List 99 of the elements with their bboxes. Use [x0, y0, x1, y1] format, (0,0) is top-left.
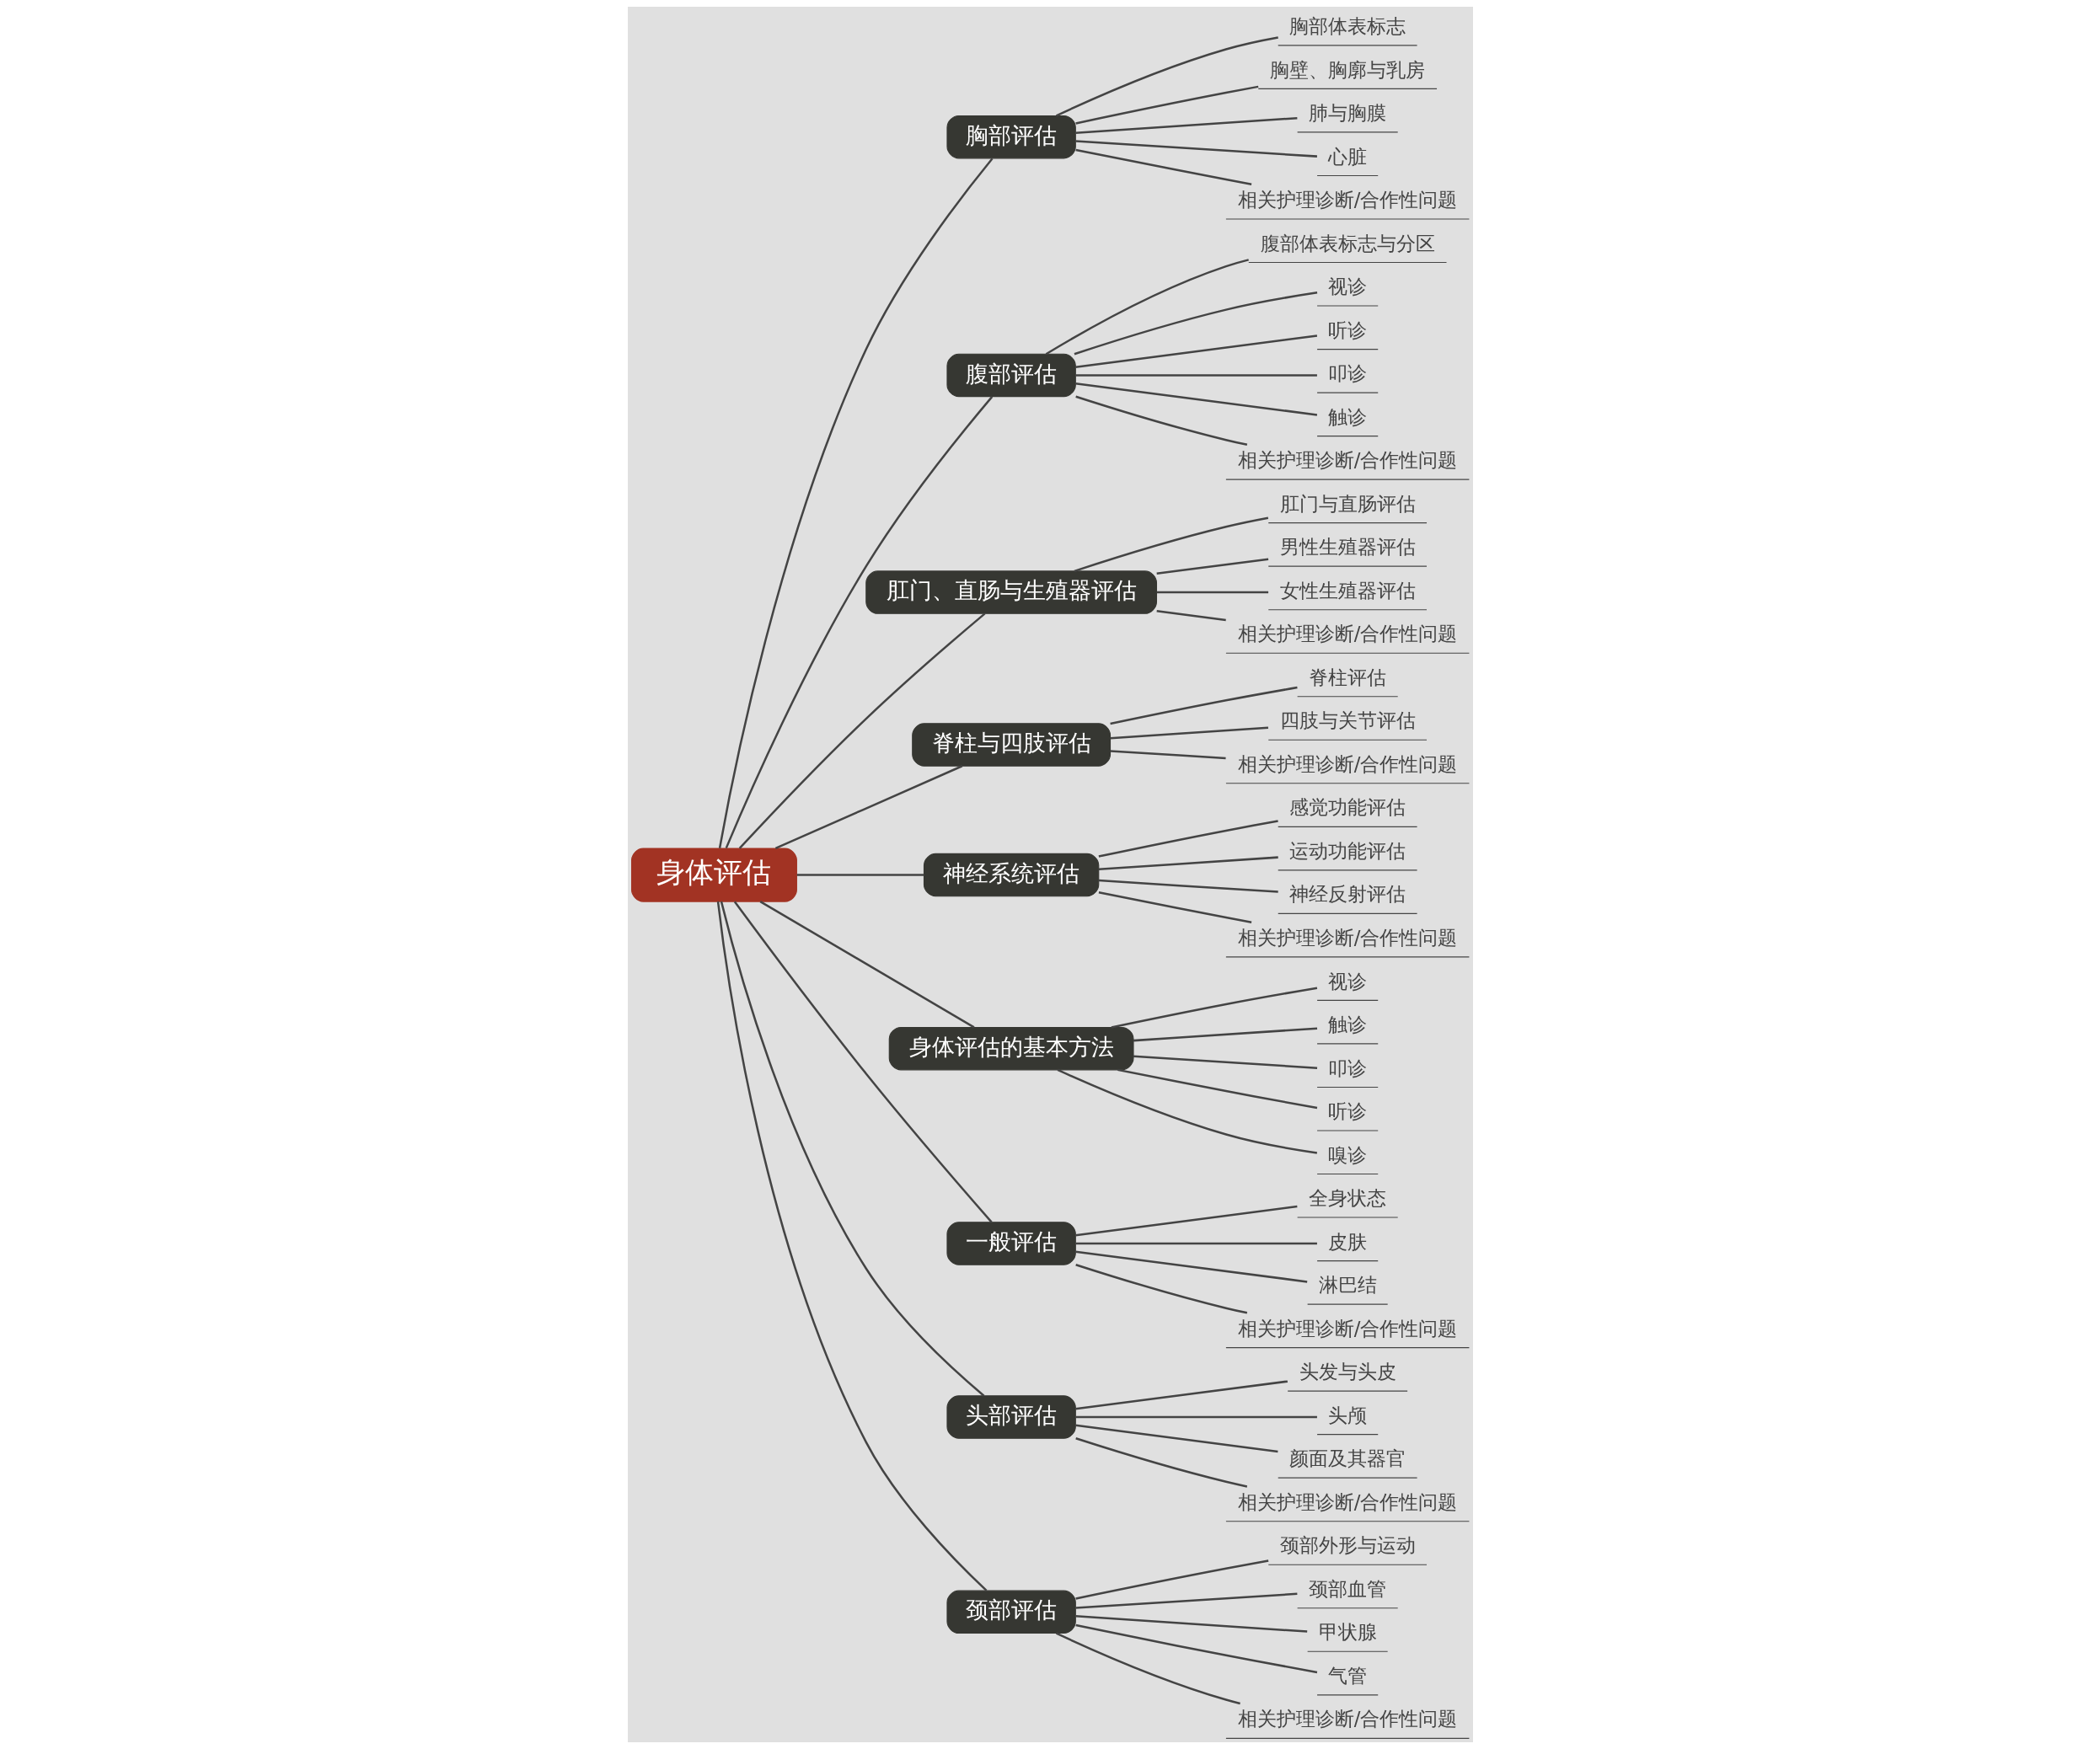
node-text: 视诊	[1327, 970, 1367, 992]
connector	[1074, 1424, 1278, 1453]
connector	[1055, 1632, 1240, 1705]
connector	[1074, 116, 1297, 134]
node-text: 颜面及其器官	[1288, 1447, 1406, 1470]
node-text: 相关护理诊断/合作性问题	[1237, 927, 1458, 949]
connector	[720, 901, 984, 1397]
node-text: 相关护理诊断/合作性问题	[1237, 752, 1458, 775]
connector	[733, 901, 993, 1223]
connector	[1098, 891, 1251, 923]
node-text: 头发与头皮	[1299, 1361, 1396, 1383]
node-text: 头颅	[1327, 1404, 1367, 1426]
connector	[796, 874, 924, 876]
node-box: 头部评估	[946, 1395, 1076, 1439]
connector	[716, 901, 987, 1591]
node-box: 身体评估的基本方法	[888, 1026, 1134, 1071]
node-text: 听诊	[1327, 1100, 1367, 1123]
connector	[1110, 750, 1226, 760]
node-text: 胸部体表标志	[1288, 15, 1406, 38]
connector	[1074, 148, 1251, 185]
node-text: 淋巴结	[1318, 1274, 1377, 1297]
connector	[1074, 1205, 1298, 1237]
node-text: 相关护理诊断/合作性问题	[1237, 189, 1458, 211]
connector	[1117, 1068, 1317, 1110]
node-box: 腹部评估	[946, 353, 1076, 398]
connector	[1074, 1559, 1268, 1600]
node-text: 肺与胸膜	[1308, 102, 1386, 125]
node-text: 肛门与直肠评估	[1279, 492, 1416, 515]
connector	[1074, 395, 1247, 447]
connector	[1098, 820, 1278, 858]
connector	[1045, 259, 1249, 356]
node-text: 甲状腺	[1318, 1621, 1377, 1644]
connector	[1111, 987, 1317, 1029]
node-text: 皮肤	[1327, 1230, 1367, 1253]
node-text: 四肢与关节评估	[1279, 709, 1416, 732]
connector	[1156, 610, 1226, 622]
connector	[1055, 36, 1278, 117]
node-text: 女性生殖器评估	[1279, 579, 1416, 602]
connector	[1098, 879, 1278, 893]
node-text: 触诊	[1327, 1014, 1367, 1036]
node-text: 男性生殖器评估	[1279, 536, 1416, 559]
connector	[1074, 85, 1258, 125]
connector	[1057, 1068, 1317, 1154]
node-text: 心脏	[1327, 145, 1367, 168]
connector	[1074, 516, 1268, 572]
node-text: 相关护理诊断/合作性问题	[1237, 1490, 1458, 1513]
connector	[1074, 1242, 1317, 1245]
node-text: 相关护理诊断/合作性问题	[1237, 1317, 1458, 1340]
node-text: 触诊	[1327, 405, 1367, 428]
node-text: 叩诊	[1327, 1056, 1367, 1079]
connector	[1074, 1250, 1307, 1283]
connector	[1074, 1592, 1297, 1609]
connector	[1074, 1615, 1307, 1633]
node-text: 全身状态	[1308, 1187, 1386, 1210]
connector	[1074, 1623, 1317, 1674]
connector	[1098, 856, 1278, 870]
connector	[1074, 292, 1317, 356]
node-text: 颈部外形与运动	[1279, 1534, 1416, 1557]
node-text: 相关护理诊断/合作性问题	[1237, 623, 1458, 645]
connector	[1133, 1027, 1317, 1042]
node-text: 运动功能评估	[1288, 839, 1406, 862]
node-text: 相关护理诊断/合作性问题	[1237, 449, 1458, 472]
connector	[1133, 1055, 1317, 1069]
node-box: 颈部评估	[946, 1590, 1076, 1634]
node-text: 听诊	[1327, 318, 1367, 341]
node-box: 脊柱与四肢评估	[911, 723, 1111, 767]
node-text: 脊柱评估	[1308, 666, 1386, 688]
node-text: 神经反射评估	[1288, 883, 1406, 906]
node-text: 感觉功能评估	[1288, 796, 1406, 819]
node-text: 视诊	[1327, 275, 1367, 298]
connector	[725, 396, 993, 849]
node-text: 腹部体表标志与分区	[1260, 232, 1435, 254]
node-text: 气管	[1327, 1664, 1367, 1687]
node-box: 肛门、直肠与生殖器评估	[865, 570, 1157, 614]
connector	[1074, 374, 1317, 377]
connector	[1074, 382, 1317, 416]
connector	[1074, 1380, 1288, 1410]
node-text: 叩诊	[1327, 362, 1367, 385]
connector	[1156, 558, 1268, 575]
node-box: 身体评估	[630, 848, 797, 902]
connector	[718, 158, 993, 849]
connector	[1074, 334, 1317, 368]
connector	[1074, 1437, 1247, 1488]
node-box: 神经系统评估	[923, 853, 1099, 897]
node-box: 胸部评估	[946, 115, 1076, 159]
node-text: 嗅诊	[1327, 1143, 1367, 1166]
node-text: 相关护理诊断/合作性问题	[1237, 1708, 1458, 1730]
connector	[774, 765, 962, 850]
node-text: 胸壁、胸廓与乳房	[1269, 58, 1425, 81]
connector	[1074, 1264, 1247, 1314]
node-text: 颈部血管	[1308, 1577, 1386, 1600]
connector	[759, 901, 975, 1029]
connector	[1074, 140, 1317, 158]
connector	[738, 612, 985, 849]
connector	[1074, 1415, 1317, 1419]
node-box: 一般评估	[946, 1222, 1076, 1265]
connector	[1156, 591, 1268, 594]
connector	[1110, 726, 1268, 740]
connector	[1109, 686, 1298, 725]
